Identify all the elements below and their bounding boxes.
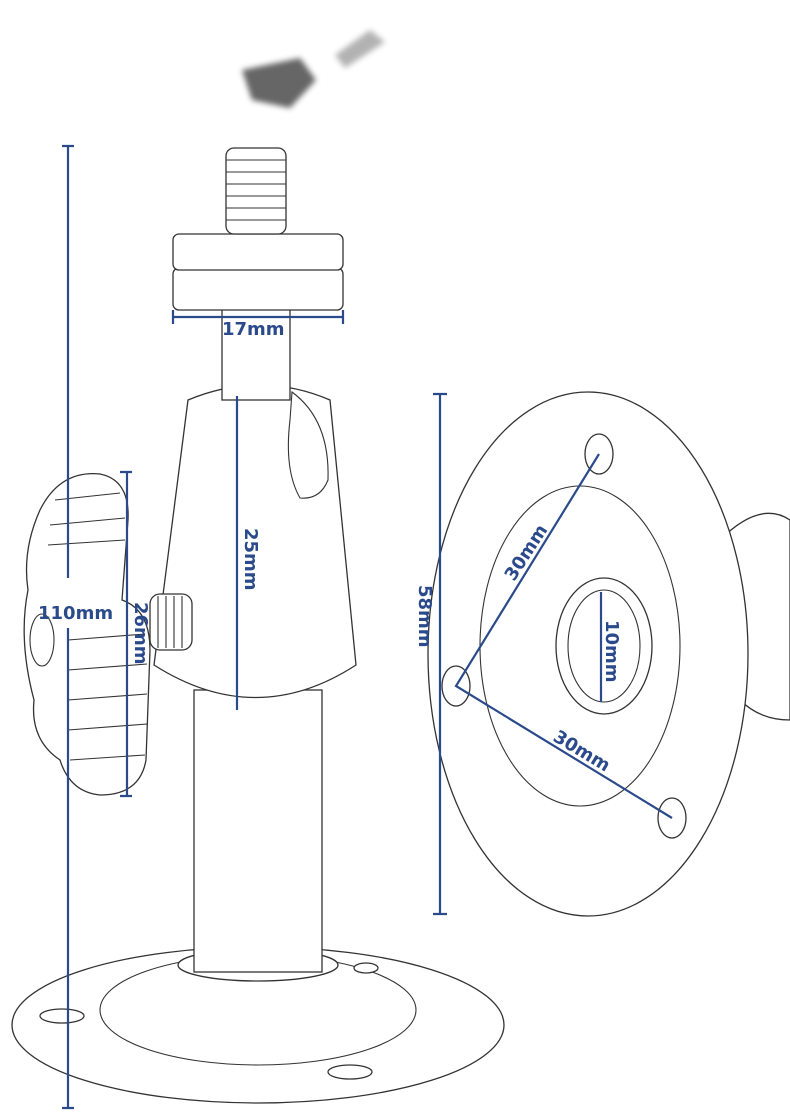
dimension-lines bbox=[62, 144, 673, 1110]
label-58mm: 58mm bbox=[414, 585, 435, 648]
label-26mm: 26mm bbox=[130, 602, 151, 665]
dim-line-30mm bbox=[454, 453, 673, 819]
knob-screw bbox=[149, 593, 193, 651]
label-25mm: 25mm bbox=[240, 528, 261, 591]
label-110mm: 110mm bbox=[38, 603, 113, 624]
dim-line-58mm bbox=[433, 392, 447, 916]
wall-plate-front-view bbox=[427, 391, 790, 917]
dim-line-26mm bbox=[120, 470, 132, 798]
dim-line-17mm bbox=[171, 310, 345, 324]
blurred-camera-fragment bbox=[242, 30, 385, 108]
dim-line-110mm bbox=[62, 144, 74, 1110]
thumb-knob bbox=[23, 473, 151, 796]
top-stud-assembly bbox=[172, 147, 344, 401]
mount-pole bbox=[193, 689, 323, 973]
label-10mm: 10mm bbox=[601, 620, 622, 683]
label-17mm: 17mm bbox=[222, 319, 285, 340]
